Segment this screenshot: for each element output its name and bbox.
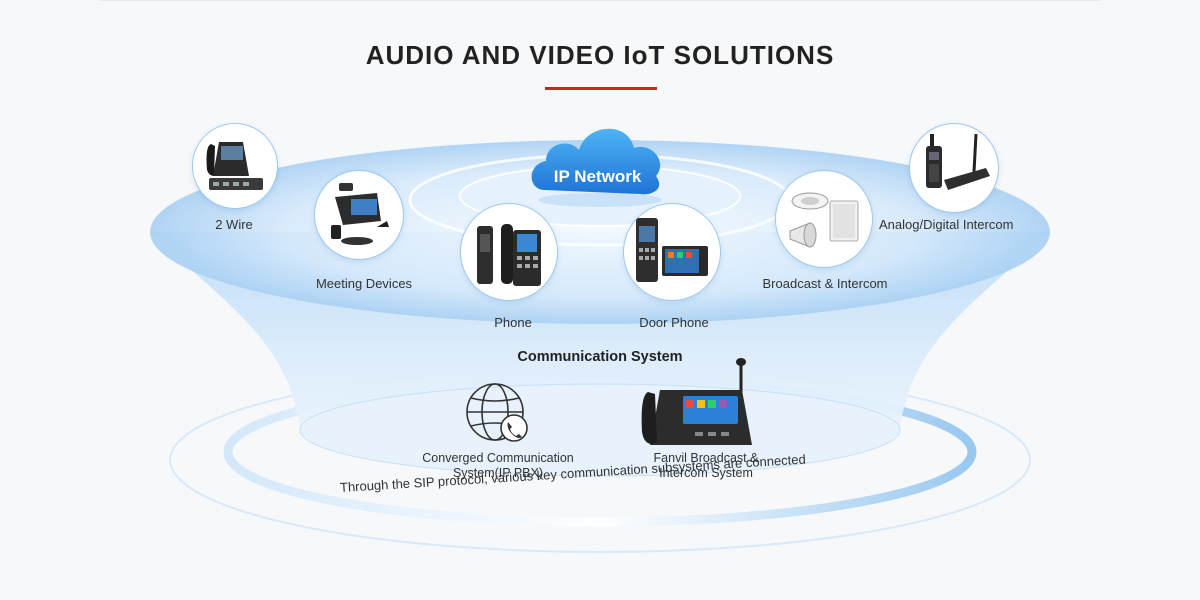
device-2-wire[interactable] bbox=[192, 123, 278, 209]
fanvil-line-1: Fanvil Broadcast & bbox=[653, 451, 759, 465]
funnel-base bbox=[299, 383, 901, 477]
device-label-analog-intercom: Analog/Digital Intercom bbox=[879, 217, 1014, 232]
radio-gateway-icon bbox=[926, 133, 990, 190]
device-analog-intercom[interactable] bbox=[909, 123, 999, 213]
page-title: AUDIO AND VIDEO IoT SOLUTIONS bbox=[365, 40, 835, 70]
paging-console-icon bbox=[641, 358, 752, 445]
device-label-door-phone: Door Phone bbox=[639, 315, 709, 330]
device-label-phone: Phone bbox=[494, 315, 532, 330]
device-door-phone[interactable] bbox=[623, 203, 721, 301]
title-underline bbox=[545, 87, 657, 90]
globe-phone-icon bbox=[466, 383, 528, 442]
device-meeting[interactable] bbox=[314, 170, 404, 260]
ip-phone-switch-icon bbox=[206, 142, 263, 190]
device-label-2-wire: 2 Wire bbox=[215, 217, 253, 232]
top-divider bbox=[100, 0, 1100, 1]
device-label-meeting: Meeting Devices bbox=[315, 276, 413, 291]
cloud-icon bbox=[531, 128, 662, 207]
meeting-devices-icon bbox=[331, 183, 389, 245]
converged-line-1: Converged Communication bbox=[422, 451, 574, 465]
fanvil-system-label: Fanvil Broadcast & Intercom System bbox=[654, 451, 759, 481]
device-broadcast[interactable] bbox=[775, 170, 873, 268]
communication-system-title: Communication System bbox=[517, 349, 683, 365]
fanvil-line-2: Intercom System bbox=[659, 466, 753, 480]
device-label-broadcast: Broadcast & Intercom bbox=[762, 276, 888, 291]
door-phone-icon bbox=[636, 218, 708, 282]
desk-phone-icon bbox=[477, 224, 541, 286]
speaker-horn-icon bbox=[789, 192, 859, 248]
ip-network-label: IP Network bbox=[553, 167, 642, 186]
device-phone[interactable] bbox=[460, 203, 558, 301]
converged-system-label: Converged Communication System(IP PBX) bbox=[422, 451, 573, 481]
converged-line-2: System(IP PBX) bbox=[452, 466, 544, 480]
